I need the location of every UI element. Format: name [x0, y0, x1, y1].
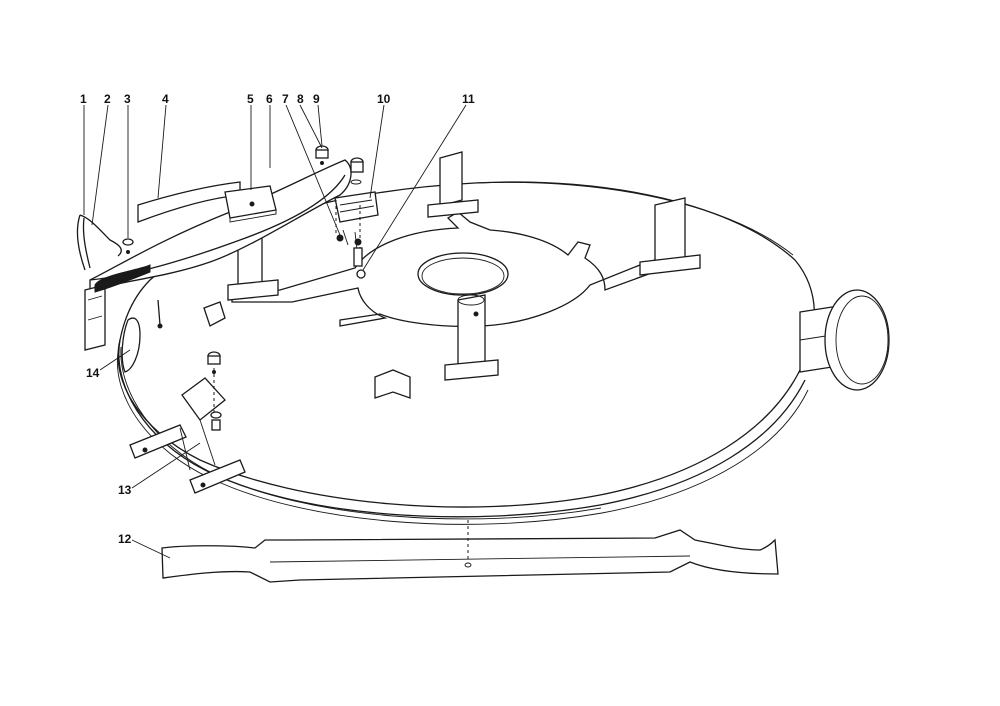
deck-baffle-left	[203, 301, 226, 327]
right-bracket	[639, 197, 701, 276]
deflector-pad	[224, 185, 277, 223]
callout-4: 4	[162, 92, 169, 106]
callout-12: 12	[118, 532, 132, 546]
leader-lines	[83, 104, 467, 559]
callout-2: 2	[104, 92, 111, 106]
mower-blade	[161, 520, 779, 583]
callout-7: 7	[282, 92, 289, 106]
callout-13: 13	[118, 483, 132, 497]
callout-9: 9	[313, 92, 320, 106]
callout-10: 10	[377, 92, 391, 106]
callout-6: 6	[266, 92, 273, 106]
discharge-deflector	[84, 159, 352, 351]
spring-clip	[121, 299, 163, 373]
front-hanger-bracket	[129, 351, 246, 494]
callout-14: 14	[86, 366, 100, 380]
callout-8: 8	[297, 92, 304, 106]
hinge-hardware	[315, 145, 379, 279]
callout-labels: 1 2 3 4 5 6 7 8 9 10 11 12 13 14	[80, 92, 475, 546]
hitch-pin	[76, 214, 134, 271]
callout-5: 5	[247, 92, 254, 106]
rear-bracket-left	[427, 151, 479, 218]
callout-1: 1	[80, 92, 87, 106]
callout-11: 11	[462, 92, 475, 106]
callout-3: 3	[124, 92, 131, 106]
deck-wheel	[799, 289, 890, 391]
deck-baffle-front	[374, 369, 411, 399]
front-bracket	[444, 294, 499, 381]
